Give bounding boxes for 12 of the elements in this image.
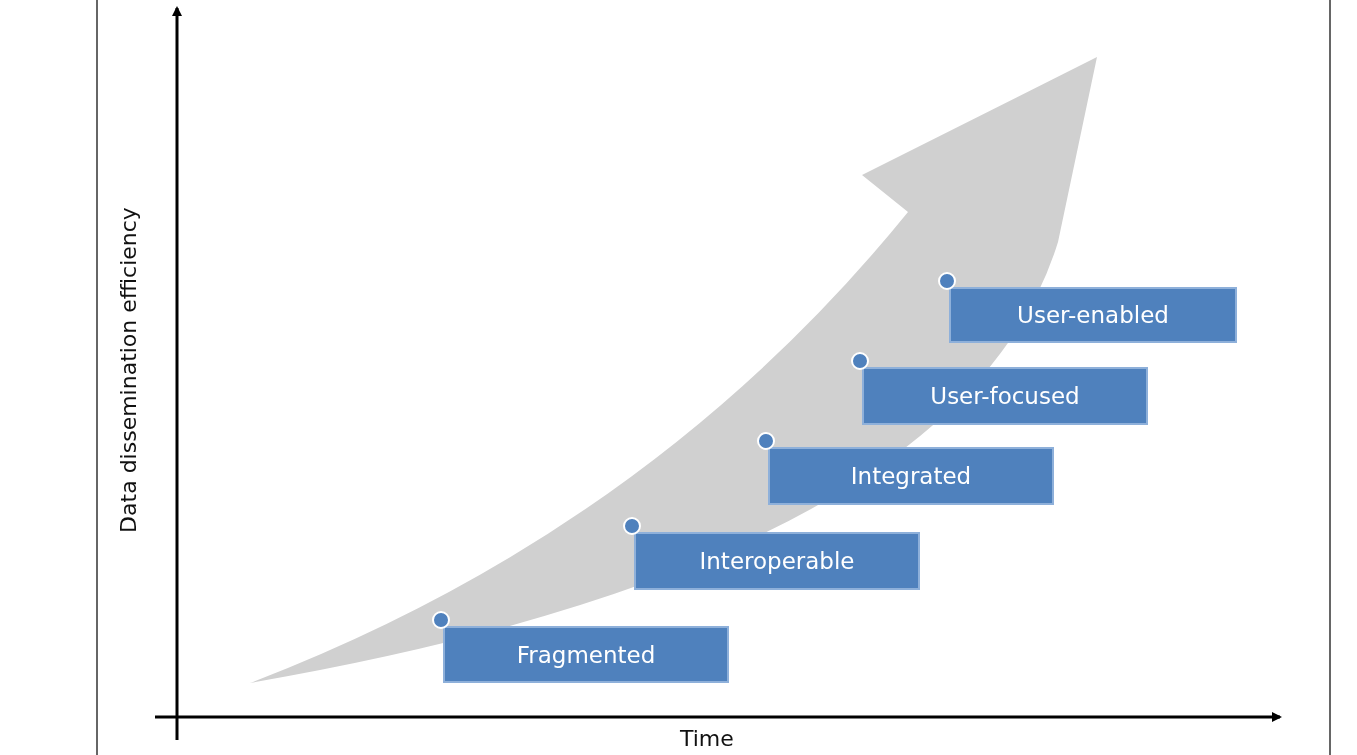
stage-label: User-enabled [1017,302,1169,328]
stage-box [949,287,1237,343]
stage-label: Integrated [850,463,972,489]
stage-box [862,367,1148,425]
stage-label: Fragmented [516,641,656,668]
axis-title: Time [680,726,734,751]
stage-box [634,532,920,590]
stage-box [443,626,729,683]
axis-title: Data dissemination efficiency [116,207,141,533]
stage-label: User-focused [930,383,1080,409]
stage-box [768,447,1054,505]
stage-label: Interoperable [699,548,855,574]
